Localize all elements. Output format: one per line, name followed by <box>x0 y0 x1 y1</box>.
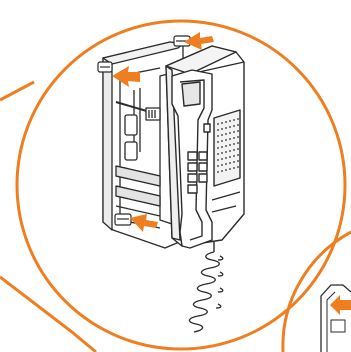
intercom-handset <box>166 46 244 248</box>
handset-earpiece <box>182 82 200 106</box>
keypad-button <box>188 152 197 160</box>
keypad-button <box>199 174 207 182</box>
base-indicator <box>204 124 210 132</box>
secondary-bracket <box>321 285 351 352</box>
keypad-button <box>188 185 197 193</box>
keypad-button <box>188 163 197 171</box>
cable-connector <box>146 108 160 120</box>
keypad-button <box>188 174 197 182</box>
secondary-part <box>331 320 345 332</box>
keypad-button <box>199 152 207 160</box>
bracket-side-rail <box>103 58 112 230</box>
bracket-slot-lower <box>125 142 137 160</box>
clip-top-left <box>98 62 112 72</box>
callout-line-upper <box>0 82 34 100</box>
keypad-button <box>199 163 207 171</box>
clip-bottom-left <box>115 214 131 225</box>
bracket-slot-upper <box>125 115 137 135</box>
